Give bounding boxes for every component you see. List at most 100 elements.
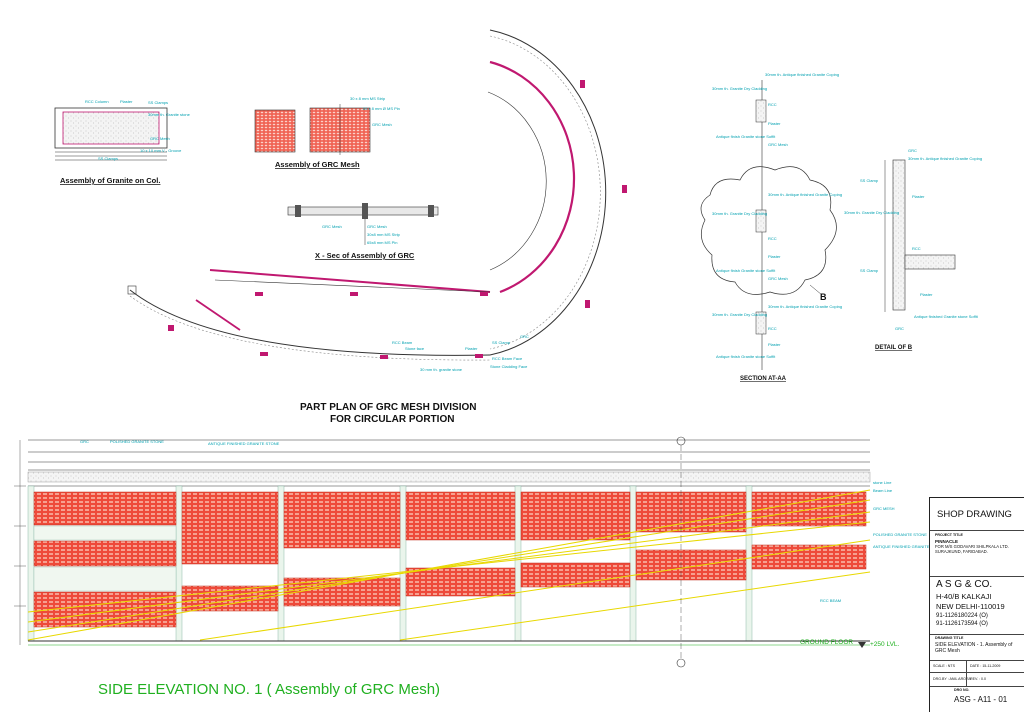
label: 30mm th. Granite Dry Cladding: [712, 86, 767, 91]
label: SS Clamp: [860, 178, 879, 183]
label: stone Line: [873, 480, 892, 485]
label: Antique finish Granite stone Soffit: [716, 268, 776, 273]
label: RCC Column: [85, 99, 109, 104]
label: 30mm th. Granite Dry Cladding: [712, 211, 767, 216]
label: 30mm th. Antique finished Granite Coping: [765, 72, 839, 77]
label: RCC: [768, 236, 777, 241]
label: SS Clamps: [148, 100, 168, 105]
tb-scale-row: SCALE : NTS DATE : 15-11-2009: [930, 660, 1024, 673]
callout-b: B: [820, 292, 827, 302]
label: 30mm th. Granite Dry Cladding: [712, 312, 767, 317]
label: 30mm th. Antique finished Granite Coping: [908, 156, 982, 161]
label: RCC BEAM: [820, 598, 841, 603]
tb-rev: REV. : 0.0: [970, 677, 987, 681]
label: SS Clamp: [492, 340, 511, 345]
tb-project-for: FOR M/S GODAVARI SHILPKALA LTD.: [935, 544, 1009, 549]
level-label: +250 LVL.: [870, 641, 900, 648]
xsec-detail: GRC Mesh GRC Mesh 30x8 mm MS Strip 65x8 …: [287, 203, 439, 260]
part-plan: RCC Beam Stone face Plaster SS Clamp GRC…: [127, 29, 627, 425]
tb-project-location: SURAJKUND, FARIDABAD.: [935, 549, 988, 554]
label: 30mm th. Granite Dry Cladding: [844, 210, 899, 215]
label: 30mm th. Antique finished Granite Coping: [768, 192, 842, 197]
detail-title: SECTION AT-AA: [740, 376, 787, 382]
label: POLISHED GRANITE STONE: [873, 532, 927, 537]
label: 30x8 mm MS Strip: [367, 232, 401, 237]
label: Plaster: [920, 292, 933, 297]
label: Stone face: [405, 346, 425, 351]
ground-floor-label: GROUND FLOOR: [800, 639, 853, 646]
label: Plaster: [120, 99, 133, 104]
detail-b: GRC 30mm th. Antique finished Granite Co…: [844, 148, 982, 351]
label: Plaster: [768, 121, 781, 126]
label: RCC: [768, 326, 777, 331]
tb-drawing-title-label: DRAWING TITLE: [935, 636, 964, 640]
label: Antique finish Granite stone Soffit: [716, 134, 776, 139]
tb-firm: A S G & CO.: [936, 579, 993, 590]
tb-divider: [966, 660, 967, 672]
tb-drawn-by: DRG.BY : ANIL ARORA: [933, 677, 971, 681]
tb-drawn-row: DRG.BY : ANIL ARORA REV. : 0.0: [930, 672, 1024, 687]
label: 30 mm th. granite stone: [420, 367, 463, 372]
label: GRC: [520, 334, 529, 339]
label: GRC Mesh: [768, 276, 788, 281]
tb-phone2: 91-1126173594 (O): [936, 621, 988, 627]
tb-address1: H-40/B KALKAJI: [936, 592, 992, 601]
grc-mesh-detail: 30 x 8 mm MS Strip 65 x 8 mm Ø MS Pin GR…: [254, 96, 400, 169]
label: Plaster: [912, 194, 925, 199]
tb-firm-row: A S G & CO. H-40/B KALKAJI NEW DELHI-110…: [930, 576, 1024, 635]
label: GRC Mesh: [150, 136, 170, 141]
label: GRC: [80, 439, 89, 444]
label: RCC Beam Face: [492, 356, 523, 361]
label: ANTIQUE FINISHED GRANITE STONE: [208, 441, 280, 446]
tb-project-name: PINNACLE: [935, 539, 959, 544]
plan-title-line1: PART PLAN OF GRC MESH DIVISION: [300, 402, 477, 413]
label: GRC Mesh: [322, 224, 342, 229]
label: 65 x 8 mm Ø MS Pin: [363, 106, 400, 111]
detail-title: X - Sec of Assembly of GRC: [315, 251, 415, 260]
tb-project-title-label: PROJECT TITLE: [935, 533, 963, 537]
label: GRC Mesh: [372, 122, 392, 127]
tb-drawing-title-row: DRAWING TITLE SIDE ELEVATION - 1. Assemb…: [930, 634, 1024, 661]
label: 65x8 mm MS Pin: [367, 240, 397, 245]
label: Antique finish Granite stone Soffit: [716, 354, 776, 359]
label: GRC MESH: [873, 506, 895, 511]
label: RCC: [768, 102, 777, 107]
tb-drg-no: ASG - A11 - 01: [954, 695, 1008, 704]
label: GRC Mesh: [367, 224, 387, 229]
label: 30 x 8 mm MS Strip: [350, 96, 386, 101]
elevation-title: SIDE ELEVATION NO. 1 ( Assembly of GRC M…: [98, 681, 440, 698]
label: Stone Cladding Face: [490, 364, 528, 369]
tb-drawing-title: SIDE ELEVATION - 1. Assembly of GRC Mesh: [935, 642, 1013, 654]
tb-address2: NEW DELHI-110019: [936, 602, 1005, 611]
granite-on-col-detail: RCC Column Plaster SS Clamps 30mm th. Gr…: [54, 99, 191, 185]
tb-drg-no-row: DRG NO. ASG - A11 - 01: [930, 686, 1024, 712]
label: SS Clamp: [860, 268, 879, 273]
tb-drg-no-label: DRG NO.: [954, 688, 970, 692]
title-block: SHOP DRAWING PROJECT TITLE PINNACLE FOR …: [929, 497, 1024, 712]
tb-date: DATE : 15-11-2009: [970, 664, 1001, 668]
tb-scale: SCALE : NTS: [933, 664, 955, 668]
label: ANTIQUE FINISHED GRANITE STONE: [873, 544, 945, 549]
label: GRC: [908, 148, 917, 153]
tb-heading-row: SHOP DRAWING: [930, 498, 1024, 531]
tb-divider: [966, 672, 967, 686]
section-aa: B 30mm th. Antique finished Granite Copi…: [700, 72, 842, 382]
detail-title: Assembly of GRC Mesh: [275, 160, 360, 169]
label: Antique finished Granite stone Soffit: [914, 314, 979, 319]
detail-title: Assembly of Granite on Col.: [60, 176, 160, 185]
label: 10 x 10 mm V - Groove: [140, 148, 182, 153]
side-elevation: GRC POLISHED GRANITE STONE ANTIQUE FINIS…: [14, 436, 945, 698]
label: GRC: [895, 326, 904, 331]
label: Plaster: [768, 254, 781, 259]
plan-title-line2: FOR CIRCULAR PORTION: [330, 414, 454, 425]
label: POLISHED GRANITE STONE: [110, 439, 164, 444]
detail-title: DETAIL OF B: [875, 345, 913, 351]
label: 30mm th. Antique finished Granite Coping: [768, 304, 842, 309]
tb-project-row: PROJECT TITLE PINNACLE FOR M/S GODAVARI …: [930, 530, 1024, 577]
label: Plaster: [465, 346, 478, 351]
label: 30mm th. Granite stone: [148, 112, 191, 117]
tb-heading: SHOP DRAWING: [937, 509, 1012, 520]
label: Beam Line: [873, 488, 893, 493]
label: RCC: [912, 246, 921, 251]
